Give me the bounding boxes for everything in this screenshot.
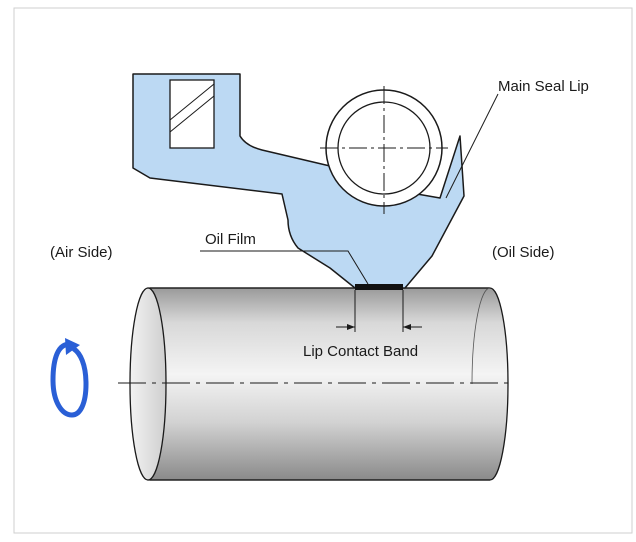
main-seal-lip-leader: [445, 93, 499, 199]
main-seal-lip-label: Main Seal Lip: [498, 78, 589, 95]
seal-lip: [132, 73, 465, 289]
air-side-label: (Air Side): [50, 244, 113, 261]
oil-film-label: Oil Film: [205, 231, 256, 248]
oil-film-leader: [200, 250, 369, 285]
shaft: [129, 287, 509, 481]
oil-film: [355, 284, 403, 290]
contact-band-dimension: [336, 290, 422, 332]
oil-side-label: (Oil Side): [492, 244, 555, 261]
garter-spring: [320, 86, 448, 214]
rotation-arrow-icon: [50, 338, 89, 418]
lip-contact-band-label: Lip Contact Band: [303, 343, 418, 360]
